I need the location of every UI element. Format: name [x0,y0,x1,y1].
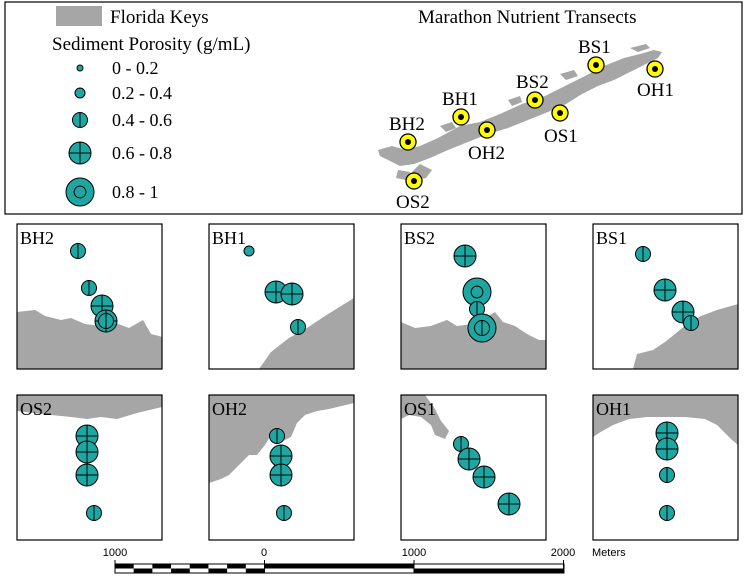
legend-land-label: Florida Keys [110,7,209,28]
overview-site-label: OH1 [637,80,674,101]
panel-land [259,298,354,369]
overview-site-oh2: OH2 [468,121,505,164]
panel-label: OS1 [404,399,436,419]
map-title: Marathon Nutrient Transects [418,7,636,28]
legend-symbol-2 [74,87,86,99]
panel-label: BH2 [20,228,54,248]
panel-land [593,395,738,445]
overview-site-label: OS2 [396,192,430,213]
sample-point [655,421,679,445]
sample-point [269,428,285,444]
site-panel-bh1: BH1 [208,223,355,370]
overview-site-bh2: BH2 [389,114,425,151]
sample-point [453,244,477,268]
site-panel-bs1: BS1 [592,223,739,370]
legend-class-label: 0.4 - 0.6 [112,110,172,130]
overview-site-os1: OS1 [544,104,578,147]
panel-label: OH2 [212,399,247,419]
overview-site-label: BS2 [516,72,549,93]
sample-point [653,278,677,302]
legend-class-label: 0 - 0.2 [112,58,159,78]
sample-point [457,447,481,471]
sample-point [453,436,469,452]
sample-point [635,246,651,262]
panel-land [401,395,449,439]
overview-site-os2: OS2 [396,172,430,213]
site-panel-bs2: BS2 [400,223,547,370]
site-panel-os1: OS1 [400,394,547,541]
overview-site-bs1: BS1 [578,37,611,74]
scale-units-label: Meters [592,547,626,559]
legend-porosity-title: Sediment Porosity (g/mL) [52,34,250,55]
sample-point [659,505,675,521]
legend-symbol-3 [72,112,88,128]
sample-point [290,319,306,335]
scale-bar: 1000 0 1000 2000 Meters [103,547,626,574]
panel-label: BS2 [404,228,435,248]
florida-keys-land [378,44,662,180]
legend-symbol-5 [65,177,95,207]
legend-class-label: 0.8 - 1 [112,182,159,202]
sample-point [497,492,521,516]
panel-land [401,312,546,369]
overview-site-label: OS1 [544,126,578,147]
overview-site-bh1: BH1 [442,89,478,126]
legend: Florida Keys Sediment Porosity (g/mL) 0 … [52,6,250,207]
sample-point [472,465,496,489]
legend-classes: 0 - 0.2 0.2 - 0.4 0.4 - 0.6 0.6 - 0.8 0.8 - … [65,58,172,207]
site-panel-bh2: BH2 [16,223,163,370]
panel-land [633,304,738,369]
scale-tick-label-2000: 2000 [551,547,575,559]
sample-point [269,463,293,487]
sample-point [655,437,679,461]
overview-site-label: BH1 [442,89,478,110]
scale-tick-label-1000: 1000 [402,547,426,559]
scale-tick-label-0: 0 [261,547,267,559]
site-panel-oh1: OH1 [592,394,739,541]
sample-point [70,243,86,259]
overview-site-label: OH2 [468,143,505,164]
panel-label: OH1 [596,399,631,419]
legend-class-label: 0.6 - 0.8 [112,143,172,163]
legend-symbol-1 [76,64,84,72]
overview-site-bs2: BS2 [516,72,549,109]
sample-point [98,313,114,329]
sample-point [75,440,99,464]
scale-bar-segments [114,560,565,574]
overview-site-label: BH2 [389,114,425,135]
sample-point [75,424,99,448]
sample-point [86,505,102,521]
site-panel-os2: OS2 [16,394,163,541]
sample-point [462,277,492,307]
sample-point [474,320,490,336]
sample-point [280,282,304,306]
overview-site-label: BS1 [578,37,611,58]
panel-label: OS2 [20,399,52,419]
sample-point [75,463,99,487]
sample-point [243,245,255,257]
scale-tick-label-1000-left: 1000 [103,547,127,559]
panel-land [17,395,162,419]
sample-point [276,505,292,521]
sample-point [81,280,97,296]
sample-point [659,467,675,483]
sample-point [683,315,699,331]
overview-frame [4,1,743,215]
overview-site-oh1: OH1 [637,60,674,101]
panel-land [17,310,162,369]
panel-label: BS1 [596,228,627,248]
panel-label: BH1 [212,228,246,248]
legend-land-swatch [56,6,102,26]
site-panel-oh2: OH2 [208,394,355,541]
legend-class-label: 0.2 - 0.4 [112,83,172,103]
legend-symbol-4 [68,141,92,165]
